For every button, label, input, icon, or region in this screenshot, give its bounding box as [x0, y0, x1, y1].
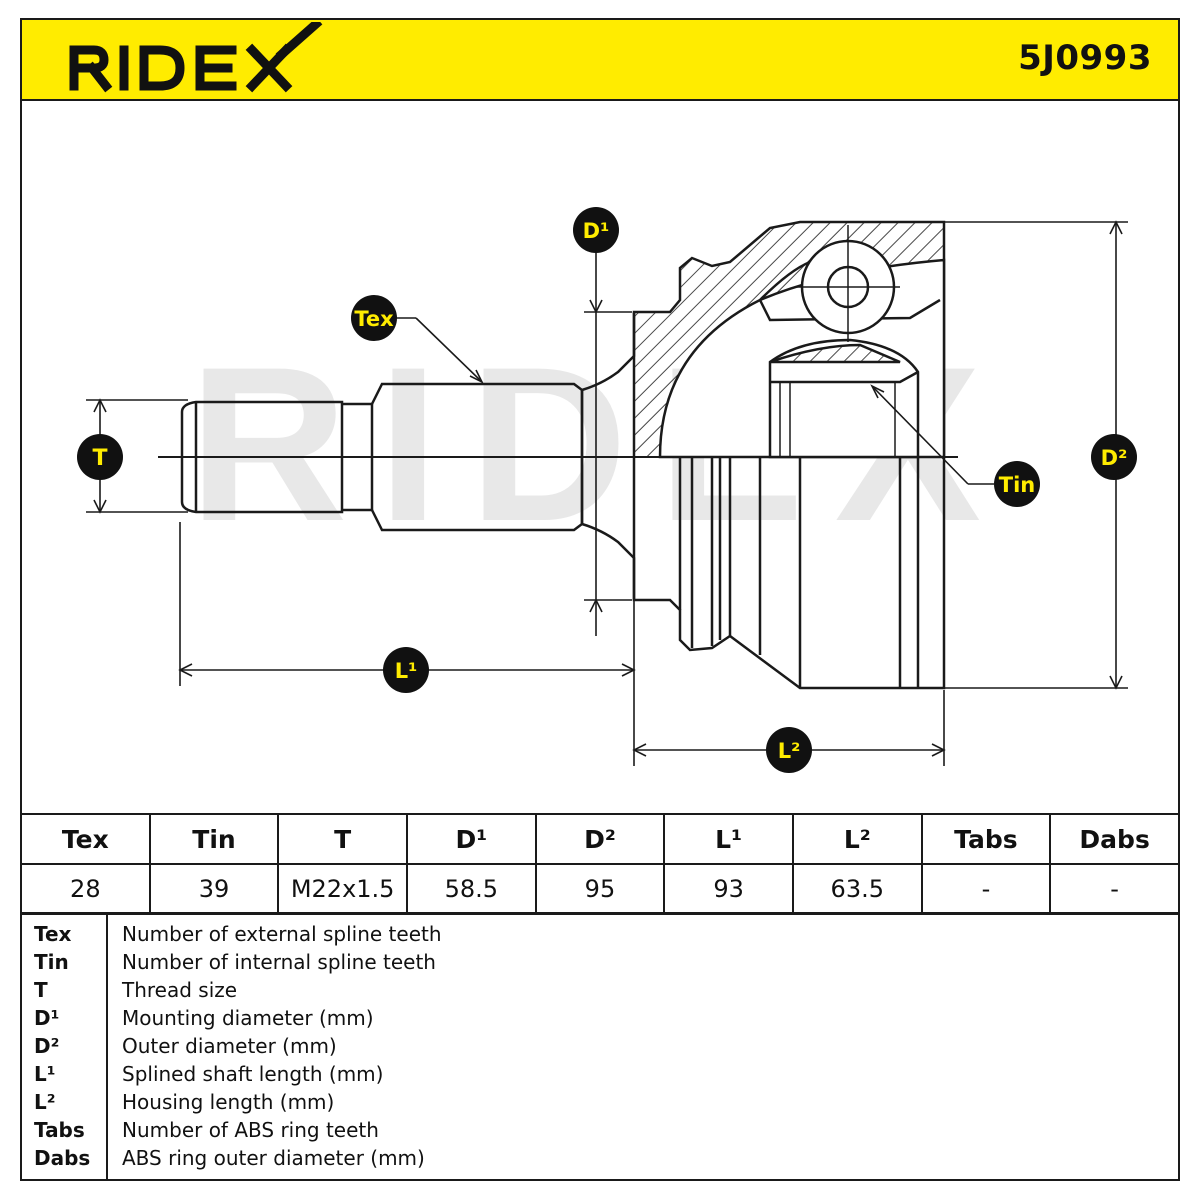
legend-desc: Number of ABS ring teeth	[122, 1118, 379, 1142]
specs-value-cell: M22x1.5	[277, 863, 408, 915]
legend-desc: Housing length (mm)	[122, 1090, 335, 1114]
svg-text:L²: L²	[778, 739, 801, 763]
legend-row: Tin Number of internal spline teeth	[22, 950, 1172, 978]
legend-desc: Number of external spline teeth	[122, 922, 442, 946]
specs-header-cell: L²	[791, 813, 923, 865]
badge-tin: Tin	[994, 461, 1040, 507]
specs-value-cell: 63.5	[791, 863, 923, 915]
legend-desc: Thread size	[122, 978, 238, 1002]
specs-header-cell: Tabs	[920, 813, 1052, 865]
legend-key: Tin	[34, 950, 69, 974]
badge-d1: D¹	[573, 207, 619, 253]
legend-row: Dabs ABS ring outer diameter (mm)	[22, 1146, 1172, 1174]
specs-value-cell: 95	[534, 863, 666, 915]
legend-key: T	[34, 978, 48, 1002]
legend-row: D² Outer diameter (mm)	[22, 1034, 1172, 1062]
legend-divider	[106, 914, 108, 1179]
legend-key: Tabs	[34, 1118, 85, 1142]
svg-text:T: T	[92, 446, 107, 471]
header-bar: 5J0993	[20, 18, 1180, 101]
svg-text:Tin: Tin	[999, 473, 1035, 497]
badge-d2: D²	[1091, 434, 1137, 480]
specs-value-cell: -	[1049, 863, 1180, 915]
badge-l1: L¹	[383, 647, 429, 693]
specs-header-cell: D²	[534, 813, 666, 865]
specs-header-cell: Tin	[148, 813, 280, 865]
specs-header-cell: Dabs	[1049, 813, 1180, 865]
svg-text:D²: D²	[1101, 446, 1128, 470]
dimension-lines	[86, 220, 1128, 766]
legend-key: D²	[34, 1034, 60, 1058]
legend-row: L² Housing length (mm)	[22, 1090, 1172, 1118]
legend-key: Tex	[34, 922, 72, 946]
specs-header-row: Tex Tin T D¹ D² L¹ L² Tabs Dabs	[20, 813, 1180, 865]
specs-value-cell: 58.5	[405, 863, 537, 915]
specs-table: Tex Tin T D¹ D² L¹ L² Tabs Dabs 28 39 M2…	[20, 813, 1180, 915]
legend-key: L¹	[34, 1062, 56, 1086]
specs-value-cell: 93	[663, 863, 794, 915]
specs-value-row: 28 39 M22x1.5 58.5 95 93 63.5 - -	[20, 863, 1180, 915]
specs-header-cell: D¹	[405, 813, 537, 865]
svg-text:Tex: Tex	[354, 307, 394, 331]
specs-header-cell: Tex	[20, 813, 151, 865]
specs-value-cell: 39	[148, 863, 280, 915]
legend-desc: Outer diameter (mm)	[122, 1034, 337, 1058]
badge-tex: Tex	[351, 295, 397, 341]
specs-value-cell: -	[920, 863, 1052, 915]
specs-header-cell: L¹	[663, 813, 794, 865]
legend-row: L¹ Splined shaft length (mm)	[22, 1062, 1172, 1090]
legend-desc: ABS ring outer diameter (mm)	[122, 1146, 425, 1170]
legend-key: L²	[34, 1090, 56, 1114]
badge-t: T	[77, 434, 123, 480]
legend-desc: Splined shaft length (mm)	[122, 1062, 384, 1086]
cv-joint-outline	[158, 220, 958, 690]
svg-text:L¹: L¹	[395, 659, 418, 683]
legend: Tex Number of external spline teeth Tin …	[20, 912, 1180, 1181]
svg-text:D¹: D¹	[583, 219, 610, 243]
ridex-logo	[69, 22, 323, 93]
legend-key: D¹	[34, 1006, 60, 1030]
technical-drawing: RIDEX	[77, 207, 1137, 773]
legend-desc: Mounting diameter (mm)	[122, 1006, 374, 1030]
legend-row: Tex Number of external spline teeth	[22, 922, 1172, 950]
legend-row: Tabs Number of ABS ring teeth	[22, 1118, 1172, 1146]
badge-l2: L²	[766, 727, 812, 773]
legend-desc: Number of internal spline teeth	[122, 950, 436, 974]
legend-key: Dabs	[34, 1146, 91, 1170]
part-number: 5J0993	[1018, 38, 1152, 78]
specs-value-cell: 28	[20, 863, 151, 915]
legend-row: D¹ Mounting diameter (mm)	[22, 1006, 1172, 1034]
legend-row: T Thread size	[22, 978, 1172, 1006]
specs-header-cell: T	[277, 813, 408, 865]
